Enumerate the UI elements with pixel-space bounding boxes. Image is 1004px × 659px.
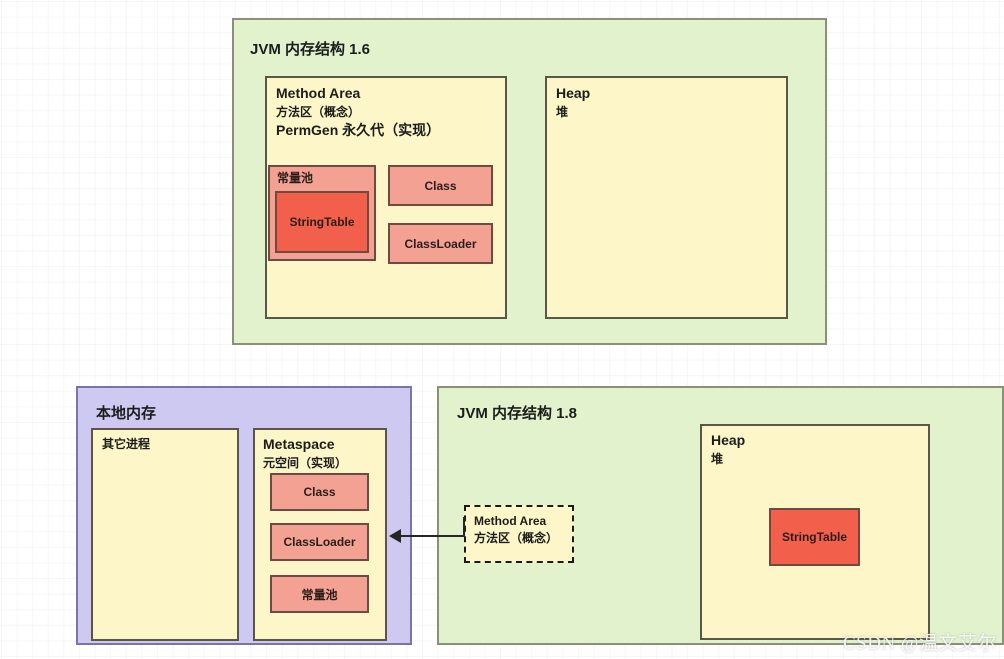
string-table-label-1-6: StringTable xyxy=(289,215,355,229)
method-area-region: Method Area 方法区（概念） PermGen 永久代（实现） xyxy=(265,76,507,319)
classloader-block-1-6: ClassLoader xyxy=(388,223,493,264)
metaspace-title-cn: 元空间（实现） xyxy=(263,455,348,470)
metaspace-classloader-label: ClassLoader xyxy=(283,535,356,549)
panel-native-memory-title: 本地内存 xyxy=(96,405,157,422)
metaspace-constant-pool-label: 常量池 xyxy=(301,587,338,602)
metaspace-class-label: Class xyxy=(303,485,336,499)
heap-title-cn-1-6: 堆 xyxy=(556,104,569,119)
method-area-permgen: PermGen 永久代（实现） xyxy=(276,122,441,139)
metaspace-constant-pool-block: 常量池 xyxy=(270,575,369,613)
string-table-block-1-8: StringTable xyxy=(769,508,860,566)
class-block-1-6: Class xyxy=(388,165,493,206)
other-process-region: 其它进程 xyxy=(91,428,239,641)
heap-title-cn-1-8: 堆 xyxy=(711,451,724,466)
arrow-line xyxy=(400,535,464,537)
string-table-block-1-6: StringTable xyxy=(275,191,369,253)
class-label-1-6: Class xyxy=(424,178,457,193)
watermark: CSDN @温文艾尔 xyxy=(843,633,997,654)
metaspace-class-block: Class xyxy=(270,473,369,511)
method-area-concept-title-cn: 方法区（概念） xyxy=(474,531,559,546)
arrow-stub xyxy=(463,517,465,537)
string-table-label-1-8: StringTable xyxy=(781,530,848,544)
panel-jvm-1-8-title: JVM 内存结构 1.8 xyxy=(457,405,578,422)
constant-pool-label-1-6: 常量池 xyxy=(277,171,314,185)
heap-title-en-1-6: Heap xyxy=(556,85,591,101)
method-area-title-cn: 方法区（概念） xyxy=(276,104,361,119)
heap-title-en-1-8: Heap xyxy=(711,432,746,448)
method-area-title-en: Method Area xyxy=(276,85,361,101)
method-area-concept-title-en: Method Area xyxy=(474,514,547,528)
arrow-head-icon xyxy=(389,529,401,543)
panel-jvm-1-6-title: JVM 内存结构 1.6 xyxy=(250,41,371,58)
classloader-label-1-6: ClassLoader xyxy=(404,236,477,251)
other-process-label: 其它进程 xyxy=(102,437,151,451)
method-area-concept-box: Method Area 方法区（概念） xyxy=(464,505,574,563)
metaspace-title-en: Metaspace xyxy=(263,436,335,452)
heap-region-1-6: Heap 堆 xyxy=(545,76,788,319)
metaspace-classloader-block: ClassLoader xyxy=(270,523,369,561)
